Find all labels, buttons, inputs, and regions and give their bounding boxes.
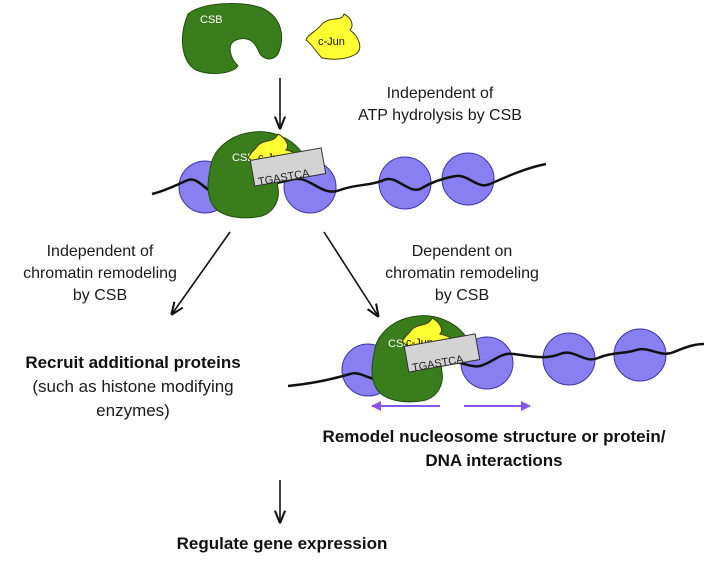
free-cjun-label: c-Jun: [318, 36, 345, 48]
left-condition-line1: Independent of: [47, 243, 154, 260]
tgastca-box: [249, 147, 327, 187]
nucleosome-icon: [378, 156, 432, 210]
left-outcome-line2: enzymes): [96, 401, 170, 420]
csb-protein-icon: [182, 3, 283, 74]
free-csb-label: CSB: [200, 14, 223, 26]
step1-label-line2: ATP hydrolysis by CSB: [358, 107, 522, 124]
arrow-right-branch: [323, 231, 378, 316]
right-condition-line3: by CSB: [435, 287, 489, 304]
complex-csb-label: CSB: [232, 152, 255, 164]
middle-chromatin: CSB c-Jun TGASTCA: [151, 131, 547, 219]
nucleosome-icon: [613, 328, 667, 382]
right-condition-line1: Dependent on: [412, 243, 513, 260]
left-outcome-line1: (such as histone modifying: [32, 377, 233, 396]
step1-label-line1: Independent of: [387, 85, 494, 102]
right-outcome-line2: DNA interactions: [425, 451, 562, 470]
left-outcome-title: Recruit additional proteins: [25, 353, 240, 372]
free-csb: CSB: [182, 3, 283, 74]
left-condition-line3: by CSB: [73, 287, 127, 304]
right-outcome-line1: Remodel nucleosome structure or protein/: [323, 427, 666, 446]
right-condition-line2: chromatin remodeling: [385, 265, 539, 282]
cjun-protein-icon: [305, 13, 361, 60]
final-outcome-label: Regulate gene expression: [177, 534, 388, 553]
left-condition-line2: chromatin remodeling: [23, 265, 177, 282]
arrow-left-branch: [172, 231, 231, 314]
tgastca-box: [403, 333, 481, 373]
right-chromatin: CSB c-Jun TGASTCA: [287, 315, 705, 403]
free-cjun: c-Jun: [305, 13, 361, 60]
